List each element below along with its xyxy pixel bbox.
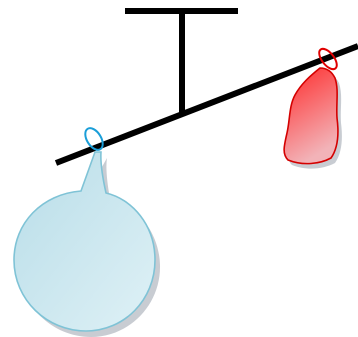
balance-beam <box>54 43 358 166</box>
large-balloon-tie-loop <box>84 127 104 151</box>
small-balloon <box>283 47 342 169</box>
small-balloon-tie-loop <box>318 47 338 71</box>
large-balloon-body <box>13 151 156 332</box>
large-balloon <box>13 127 161 337</box>
small-balloon-body <box>283 67 339 165</box>
